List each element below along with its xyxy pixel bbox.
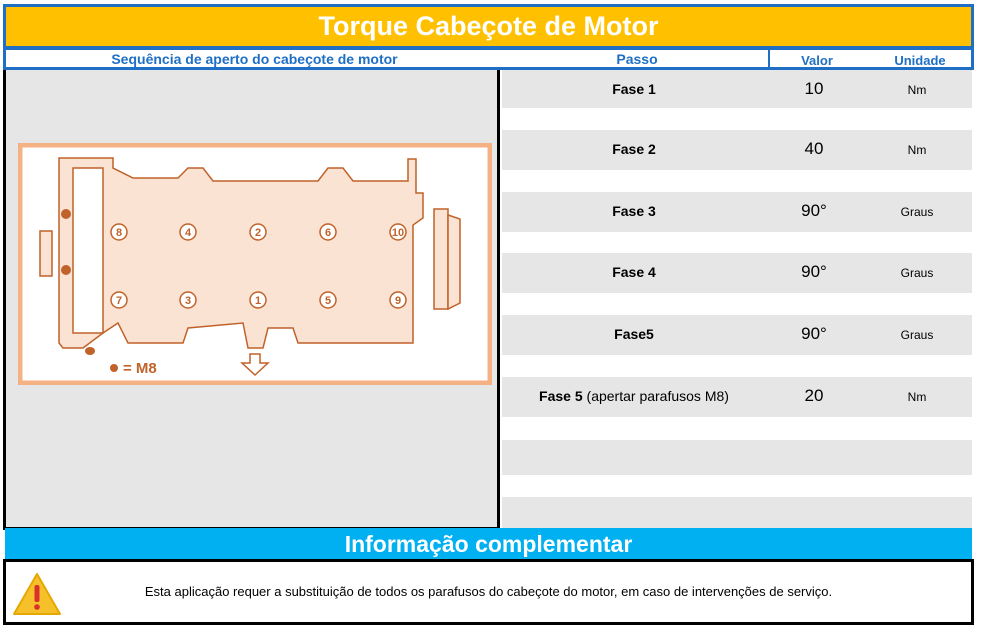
info-banner: Informação complementar xyxy=(5,528,972,560)
row-band xyxy=(502,70,972,108)
sequence-panel: = M8 1 2 3 4 5 6 7 8 9 10 xyxy=(3,70,500,530)
row-band xyxy=(502,440,972,475)
bolt-number: 1 xyxy=(255,295,261,307)
info-note: Esta aplicação requer a substituição de … xyxy=(3,559,974,625)
header-divider xyxy=(768,50,770,67)
bolt-number: 5 xyxy=(325,295,331,307)
bolt-number: 9 xyxy=(395,295,401,307)
bolt-marker xyxy=(389,291,407,309)
bolt-number: 8 xyxy=(116,227,122,239)
page-title: Torque Cabeçote de Motor xyxy=(3,4,974,49)
step-label: Fase 3 xyxy=(612,203,656,219)
step-unit: Nm xyxy=(907,390,927,404)
step-unit: Graus xyxy=(900,328,934,342)
step-label: Fase 2 xyxy=(612,141,656,157)
step-value: 90° xyxy=(801,201,827,220)
bolt-marker xyxy=(179,291,197,309)
step-unit: Graus xyxy=(900,205,934,219)
bolt-marker xyxy=(249,223,267,241)
step-unit: Nm xyxy=(907,143,927,157)
cylinder-head-diagram: = M8 1 2 3 4 5 6 7 8 9 10 xyxy=(18,143,492,385)
bolt-marker xyxy=(249,291,267,309)
row-band xyxy=(502,497,972,528)
step-label: Fase5 xyxy=(614,326,654,342)
bolt-number: 10 xyxy=(392,227,404,239)
row-band xyxy=(502,315,972,355)
row-band xyxy=(502,377,972,417)
m8-legend: = M8 xyxy=(123,360,157,377)
row-band xyxy=(502,253,972,293)
bolt-marker xyxy=(319,223,337,241)
step-value: 90° xyxy=(801,324,827,343)
bolt-marker xyxy=(110,291,128,309)
bolt-number: 2 xyxy=(255,227,261,239)
step-value: 90° xyxy=(801,262,827,281)
bolt-marker xyxy=(110,223,128,241)
bolt-number: 7 xyxy=(116,295,122,307)
table-row: Fase 1 10 Nm xyxy=(502,70,972,110)
step-label: Fase 5 (apertar parafusos M8) xyxy=(539,388,729,404)
header-value: Valor xyxy=(801,53,833,68)
bolt-marker xyxy=(389,223,407,241)
step-unit: Nm xyxy=(907,83,927,97)
table-row: Fase 3 90° Graus xyxy=(502,192,972,232)
bolt-marker xyxy=(179,223,197,241)
info-text: Esta aplicação requer a substituição de … xyxy=(144,584,833,599)
table-header: Sequência de aperto do cabeçote de motor… xyxy=(3,47,974,70)
table-row: Fase 2 40 Nm xyxy=(502,130,972,170)
step-value: 10 xyxy=(804,79,824,98)
step-value: 40 xyxy=(804,139,824,158)
m8-bolts xyxy=(61,209,118,372)
header-step: Passo xyxy=(616,51,658,67)
row-band xyxy=(502,130,972,170)
table-row: Fase 4 90° Graus xyxy=(502,253,972,293)
step-label: Fase 4 xyxy=(612,264,656,280)
table-row: Fase5 90° Graus xyxy=(502,315,972,355)
step-label: Fase 1 xyxy=(612,81,656,97)
bolt-number: 6 xyxy=(325,227,331,239)
step-value: 20 xyxy=(804,386,824,405)
bolt-marker xyxy=(319,291,337,309)
warning-icon xyxy=(13,573,61,615)
arrow-down-icon xyxy=(240,353,270,377)
step-unit: Graus xyxy=(900,266,934,280)
bolt-number: 4 xyxy=(185,227,192,239)
row-band xyxy=(502,192,972,232)
bolt-number: 3 xyxy=(185,295,191,307)
table-row: Fase 5 (apertar parafusos M8) 20 Nm xyxy=(502,377,972,417)
header-sequence: Sequência de aperto do cabeçote de motor xyxy=(111,51,398,67)
header-unit: Unidade xyxy=(894,53,946,68)
